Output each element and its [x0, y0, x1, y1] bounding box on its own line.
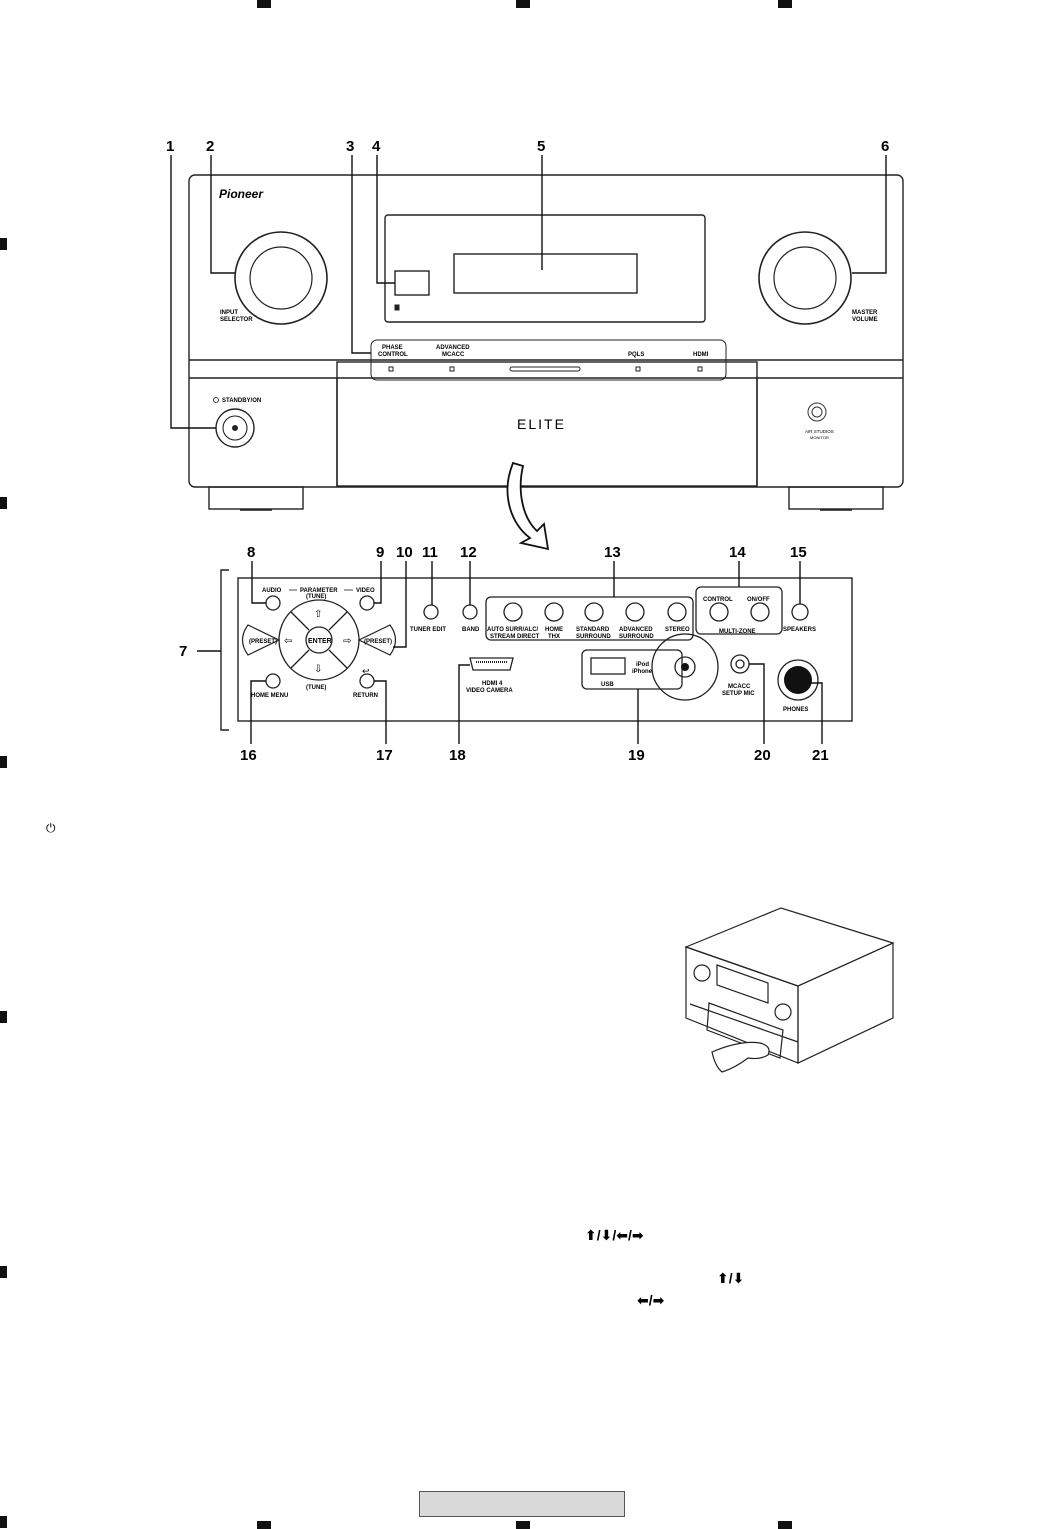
callout-6: 6	[881, 138, 889, 155]
callout-15: 15	[790, 544, 807, 561]
callout-19: 19	[628, 747, 645, 764]
hand-illustration	[711, 1041, 770, 1073]
phones-jack	[784, 666, 812, 694]
master-volume-knob	[758, 231, 852, 325]
callout-10: 10	[396, 544, 413, 561]
preset-left-label: (PRESET)	[249, 639, 277, 645]
pioneer-logo: Pioneer	[219, 187, 264, 201]
mcacc-label-2: SETUP MIC	[722, 691, 755, 697]
standard-surround-label-2: SURROUND	[576, 634, 611, 640]
input-selector-label-2: SELECTOR	[220, 317, 253, 323]
auto-surr-label-2: STREAM DIRECT	[490, 634, 540, 640]
callout-12: 12	[460, 544, 477, 561]
video-label: VIDEO	[356, 588, 375, 594]
speakers-label: SPEAKERS	[783, 627, 816, 633]
control-label: CONTROL	[703, 597, 733, 603]
air-studios-logo	[807, 402, 827, 422]
right-arrow-icon: ⇨	[343, 636, 351, 647]
front-indicators	[370, 304, 727, 381]
master-volume-label: MASTER	[852, 310, 878, 316]
callout-20: 20	[754, 747, 771, 764]
control-panel	[220, 569, 853, 731]
ipod-jack	[681, 663, 689, 671]
master-volume-label-2: VOLUME	[852, 317, 878, 323]
parameter-label: PARAMETER	[300, 588, 338, 594]
dpad-left-segment	[241, 624, 281, 656]
standard-surround-label: STANDARD	[576, 627, 610, 633]
home-thx-label: HOME	[545, 627, 563, 633]
callout-9: 9	[376, 544, 384, 561]
callout-16: 16	[240, 747, 257, 764]
tuner-edit-label: TUNER EDIT	[410, 627, 446, 633]
front-panel	[188, 174, 904, 511]
arrows-left-right: ⬅/➡	[637, 1292, 665, 1308]
callout-5: 5	[537, 138, 545, 155]
callout-21: 21	[812, 747, 829, 764]
callout-1: 1	[166, 138, 174, 155]
hdmi4-label: HDMI 4	[482, 681, 503, 687]
callout-14: 14	[729, 544, 746, 561]
onoff-label: ON/OFF	[747, 597, 770, 603]
leader-lines-top	[170, 155, 887, 429]
enter-label: ENTER	[308, 638, 332, 645]
power-icon	[213, 397, 219, 403]
ipod-label: iPod	[636, 662, 649, 668]
callout-13: 13	[604, 544, 621, 561]
elite-logo: ELITE	[517, 416, 566, 432]
auto-surr-label: AUTO SURR/ALC/	[487, 627, 539, 633]
input-selector-label: INPUT	[220, 310, 238, 316]
left-arrow-icon: ⇦	[284, 636, 292, 647]
callout-7: 7	[179, 643, 187, 660]
band-label: BAND	[462, 627, 480, 633]
pqls-label: PQLS	[628, 352, 644, 358]
registration-marks	[0, 0, 792, 1529]
page-footer-box	[419, 1491, 625, 1517]
advanced-surround-label: ADVANCED	[619, 627, 653, 633]
up-arrow-icon: ⇧	[314, 609, 322, 620]
callout-4: 4	[372, 138, 381, 155]
stereo-label: STEREO	[665, 627, 690, 633]
home-menu-label: HOME MENU	[251, 693, 288, 699]
arrows-four: ⬆/⬇/⬅/➡	[585, 1227, 644, 1243]
callout-8: 8	[247, 544, 255, 561]
callout-11: 11	[422, 544, 438, 561]
phase-control-label-2: CONTROL	[378, 352, 408, 358]
dpad-right-segment	[357, 624, 397, 656]
mcacc-label: MCACC	[728, 684, 751, 690]
down-arrow-icon: ⇩	[314, 664, 322, 675]
home-thx-label-2: THX	[548, 634, 560, 640]
callout-17: 17	[376, 747, 393, 764]
tune-bottom-label: (TUNE)	[306, 685, 326, 691]
power-symbol: ⏻	[46, 821, 56, 835]
standby-label: STANDBY/ON	[222, 398, 261, 404]
standby-button	[215, 408, 255, 448]
phones-label: PHONES	[783, 707, 808, 713]
hdmi-label: HDMI	[693, 352, 709, 358]
audio-label: AUDIO	[262, 588, 282, 594]
hdmi4-label-2: VIDEO CAMERA	[466, 688, 513, 694]
leader-lines-bottom	[250, 561, 823, 744]
return-icon: ↩	[362, 666, 370, 676]
air-studios-label: AIR STUDIOS	[805, 429, 834, 434]
open-door-arrow	[506, 461, 550, 551]
receiver-illustration	[684, 907, 895, 1064]
multizone-label: MULTI-ZONE	[719, 629, 756, 635]
phase-control-label: PHASE	[382, 345, 403, 351]
callout-18: 18	[449, 747, 466, 764]
arrows-up-down: ⬆/⬇	[717, 1270, 744, 1286]
tune-top-label: (TUNE)	[306, 594, 326, 600]
usb-label: USB	[601, 682, 614, 688]
advanced-mcacc-label-2: MCACC	[442, 352, 465, 358]
return-label: RETURN	[353, 693, 378, 699]
air-studios-label-2: MONITOR	[810, 435, 829, 440]
advanced-mcacc-label: ADVANCED	[436, 345, 470, 351]
input-selector-knob	[234, 231, 328, 325]
ipod-label-2: iPhone	[632, 669, 653, 675]
preset-right-label: (PRESET)	[364, 639, 392, 645]
callout-3: 3	[346, 138, 354, 155]
callout-2: 2	[206, 138, 214, 155]
advanced-surround-label-2: SURROUND	[619, 634, 654, 640]
